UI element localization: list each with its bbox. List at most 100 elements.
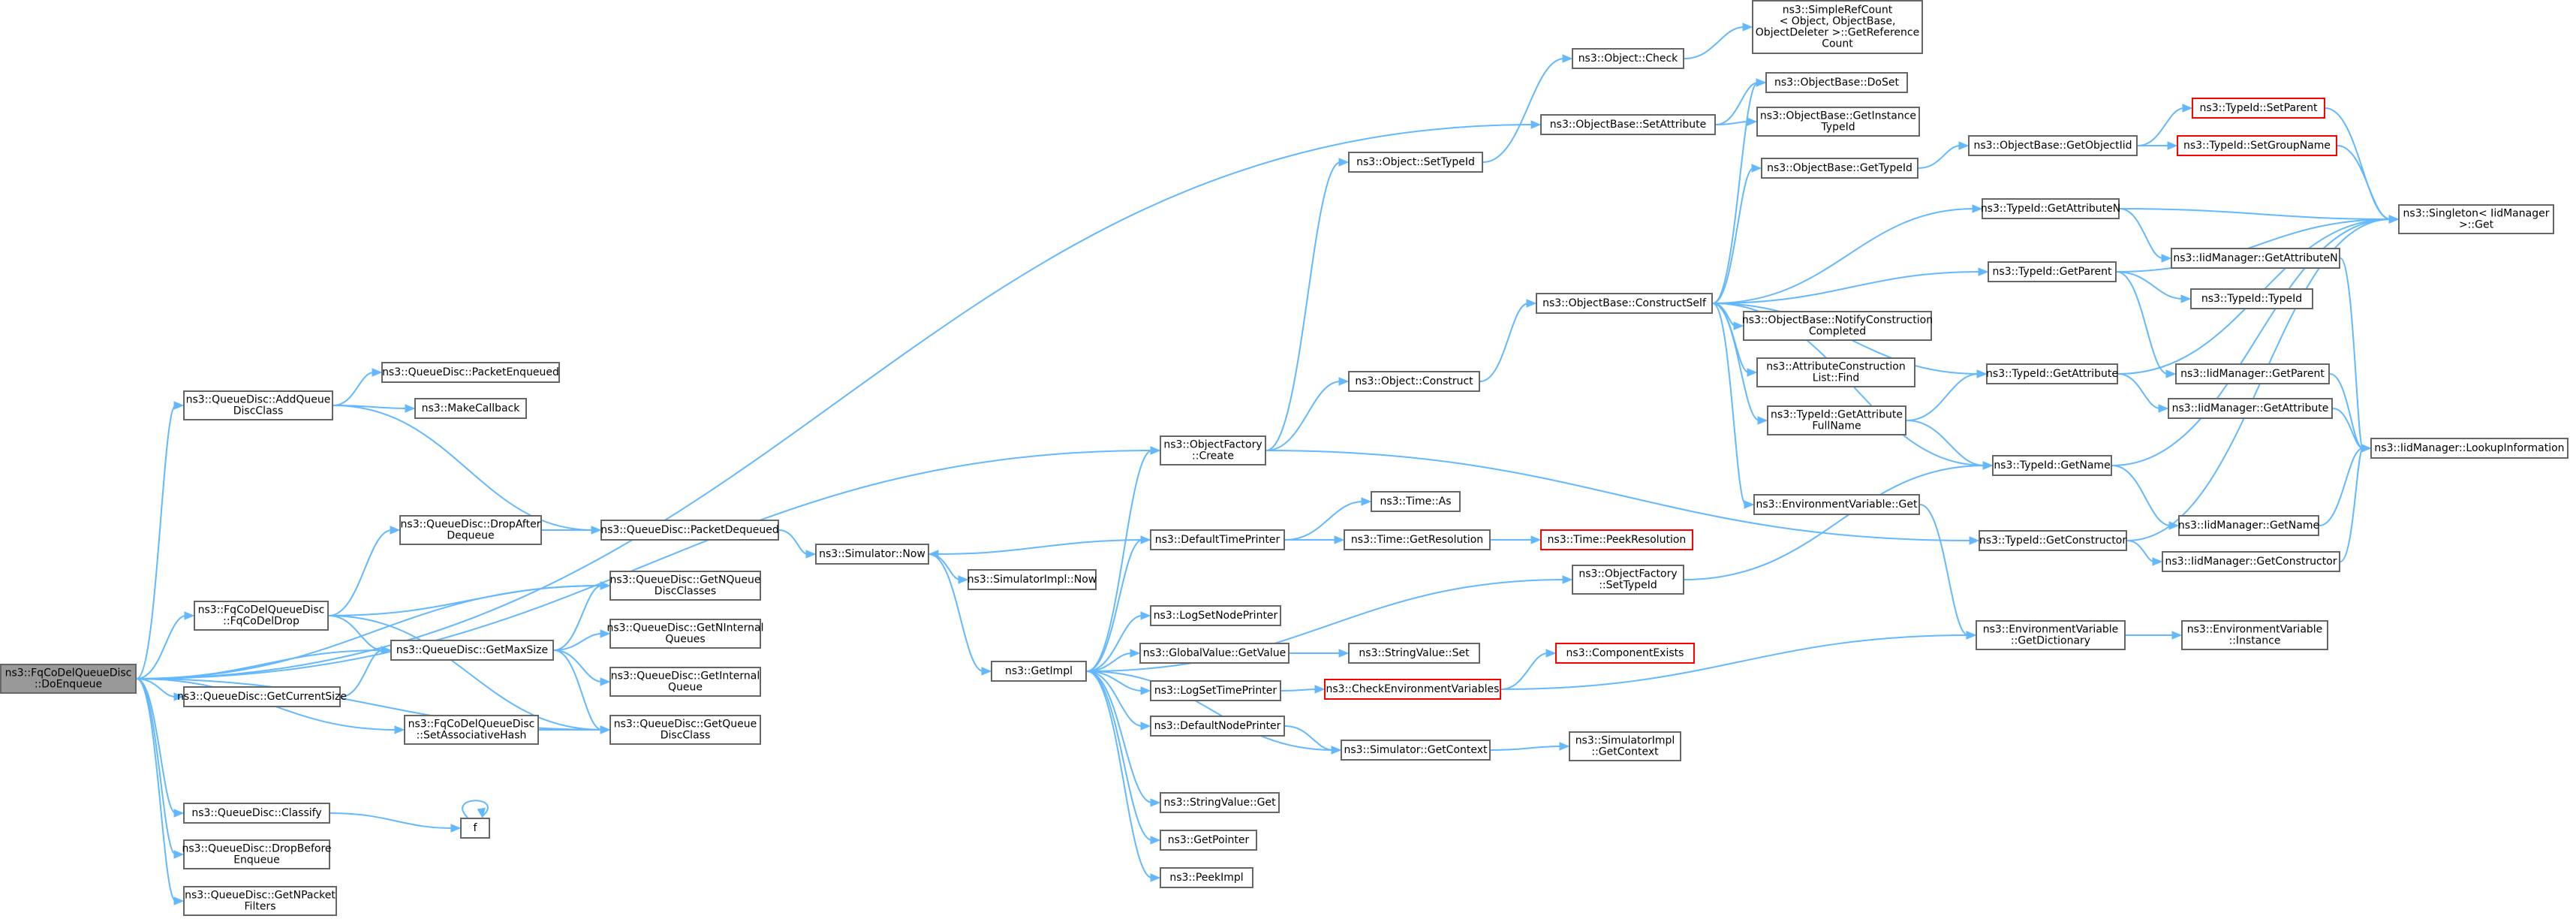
call-graph-node[interactable]: ns3::SimulatorImpl::GetContext <box>1569 731 1681 761</box>
call-graph-node[interactable]: ns3::Object::SetTypeId <box>1348 152 1483 173</box>
call-edge <box>1919 504 1977 640</box>
node-label: ns3::IidManager::GetName <box>2178 520 2319 532</box>
node-label: ns3::QueueDisc::PacketEnqueued <box>382 366 559 378</box>
call-graph-node[interactable]: ns3::DefaultTimePrinter <box>1150 529 1285 550</box>
call-graph-node[interactable]: ns3::QueueDisc::GetMaxSize <box>390 640 554 661</box>
call-graph-node[interactable]: ns3::FqCoDelQueueDisc::DoEnqueue <box>0 664 137 694</box>
node-box <box>1555 643 1695 664</box>
call-graph-node[interactable]: ns3::Singleton< IidManager>::Get <box>2398 204 2554 234</box>
node-box <box>2181 620 2328 650</box>
call-graph-node[interactable]: ns3::Simulator::Now <box>815 544 929 565</box>
node-box <box>0 664 137 694</box>
call-graph-edges <box>136 23 2400 905</box>
call-graph-node[interactable]: ns3::EnvironmentVariable::Instance <box>2181 620 2328 650</box>
call-graph-node[interactable]: ns3::SimulatorImpl::Now <box>968 569 1097 590</box>
call-edge <box>2337 145 2400 224</box>
node-label: ns3::TypeId::SetGroupName <box>2183 140 2331 152</box>
node-label: ns3::IidManager::GetAttributeN <box>2173 252 2337 264</box>
call-graph-node[interactable]: ns3::GlobalValue::GetValue <box>1139 643 1290 664</box>
call-graph-node[interactable]: ns3::ObjectBase::GetObjectIid <box>1968 135 2138 156</box>
node-label: ns3::ObjectBase::SetAttribute <box>1550 119 1706 131</box>
call-graph-node[interactable]: ns3::TypeId::SetGroupName <box>2177 135 2337 156</box>
call-graph-node[interactable]: ns3::LogSetNodePrinter <box>1150 605 1281 626</box>
call-graph-node[interactable]: ns3::IidManager::GetConstructor <box>2162 551 2340 572</box>
call-graph-node[interactable]: ns3::Object::Construct <box>1348 371 1480 392</box>
call-edge <box>340 646 392 698</box>
call-graph-node[interactable]: ns3::ObjectFactory::Create <box>1160 435 1266 466</box>
call-graph-node[interactable]: ns3::TypeId::GetConstructor <box>1979 530 2127 551</box>
call-graph-node[interactable]: ns3::FqCoDelQueueDisc::FqCoDelDrop <box>194 601 329 631</box>
node-label: ns3::DefaultTimePrinter <box>1155 534 1280 546</box>
node-label: ns3::ComponentExists <box>1566 647 1684 659</box>
call-graph-node[interactable]: ns3::Object::Check <box>1572 48 1684 69</box>
call-edge <box>136 678 185 859</box>
node-label: ::GetContext <box>1591 746 1659 758</box>
call-graph-node[interactable]: ns3::SimpleRefCount< Object, ObjectBase,… <box>1752 0 1923 54</box>
call-graph-node[interactable]: ns3::IidManager::GetAttributeN <box>2171 248 2340 269</box>
node-label: Queues <box>665 634 705 646</box>
call-edge <box>2319 444 2372 526</box>
call-graph-node[interactable]: ns3::TypeId::GetAttribute <box>1986 363 2118 384</box>
call-graph-node[interactable]: ns3::MakeCallback <box>414 398 527 419</box>
call-graph-node[interactable]: ns3::QueueDisc::PacketEnqueued <box>381 362 560 383</box>
node-label: ns3::StringValue::Set <box>1359 647 1470 659</box>
call-graph-node[interactable]: ns3::PeekImpl <box>1160 867 1253 888</box>
call-graph-node[interactable]: ns3::QueueDisc::PacketDequeued <box>600 520 779 541</box>
call-graph-node[interactable]: ns3::TypeId::SetParent <box>2192 98 2325 119</box>
node-box <box>991 661 1087 682</box>
call-graph-node[interactable]: ns3::TypeId::GetAttributeN <box>1981 198 2120 219</box>
call-graph-node[interactable]: ns3::IidManager::LookupInformation <box>2370 438 2568 459</box>
call-graph-node[interactable]: ns3::Time::GetResolution <box>1344 529 1491 550</box>
call-graph-node[interactable]: ns3::LogSetTimePrinter <box>1150 680 1281 701</box>
call-graph-node[interactable]: f <box>460 818 490 839</box>
call-graph-node[interactable]: ns3::ComponentExists <box>1555 643 1695 664</box>
call-graph-node[interactable]: ns3::GetPointer <box>1160 830 1257 851</box>
node-box <box>1976 620 2126 650</box>
call-graph-node[interactable]: ns3::IidManager::GetName <box>2178 515 2319 536</box>
call-graph-node[interactable]: ns3::EnvironmentVariable::GetDictionary <box>1976 620 2126 650</box>
call-graph-node[interactable]: ns3::IidManager::GetParent <box>2175 363 2330 384</box>
node-label: < Object, ObjectBase, <box>1780 16 1896 28</box>
call-graph-node[interactable]: ns3::StringValue::Set <box>1348 643 1480 664</box>
call-graph-node[interactable]: ns3::FqCoDelQueueDisc::SetAssociativeHas… <box>404 715 539 745</box>
call-graph-node[interactable]: ns3::ObjectFactory::SetTypeId <box>1572 565 1684 595</box>
call-graph-node[interactable]: ns3::GetImpl <box>991 661 1087 682</box>
call-graph-node[interactable]: ns3::Time::PeekResolution <box>1540 529 1693 550</box>
call-graph-node[interactable]: ns3::ObjectBase::GetTypeId <box>1761 158 1918 179</box>
call-graph-node[interactable]: ns3::ObjectBase::DoSet <box>1765 72 1908 93</box>
node-label: ObjectDeleter >::GetReference <box>1756 27 1919 39</box>
call-edge <box>1684 23 1753 59</box>
call-graph-node[interactable]: ns3::TypeId::GetName <box>1992 455 2112 476</box>
call-graph-node[interactable]: ns3::Simulator::GetContext <box>1341 740 1491 761</box>
node-box <box>399 515 542 545</box>
call-graph-node[interactable]: ns3::QueueDisc::GetCurrentSize <box>177 686 347 707</box>
call-graph-node[interactable]: ns3::ObjectBase::ConstructSelf <box>1536 293 1713 314</box>
call-edge <box>1086 670 1151 731</box>
call-graph-node[interactable]: ns3::ObjectBase::SetAttribute <box>1540 114 1716 135</box>
call-edge <box>1712 303 1755 509</box>
call-graph-node[interactable]: ns3::TypeId::TypeId <box>2190 288 2313 309</box>
call-graph-node[interactable]: ns3::Time::As <box>1371 491 1461 512</box>
call-graph-node[interactable]: ns3::IidManager::GetAttribute <box>2168 398 2333 419</box>
call-graph-node[interactable]: ns3::QueueDisc::Classify <box>183 803 330 824</box>
call-graph-node[interactable]: ns3::DefaultNodePrinter <box>1150 716 1285 737</box>
node-label: ::GetDictionary <box>2011 635 2090 647</box>
call-edge <box>542 526 602 535</box>
call-edge <box>2116 271 2177 378</box>
call-graph-node[interactable]: ns3::CheckEnvironmentVariables <box>1324 679 1501 700</box>
call-graph-node[interactable]: ns3::TypeId::GetParent <box>1988 261 2117 282</box>
call-graph-node[interactable]: ns3::ObjectBase::NotifyConstructionCompl… <box>1742 311 1933 341</box>
call-graph-node[interactable]: ns3::StringValue::Get <box>1160 792 1280 813</box>
call-graph-node[interactable]: ns3::EnvironmentVariable::Get <box>1753 494 1920 515</box>
